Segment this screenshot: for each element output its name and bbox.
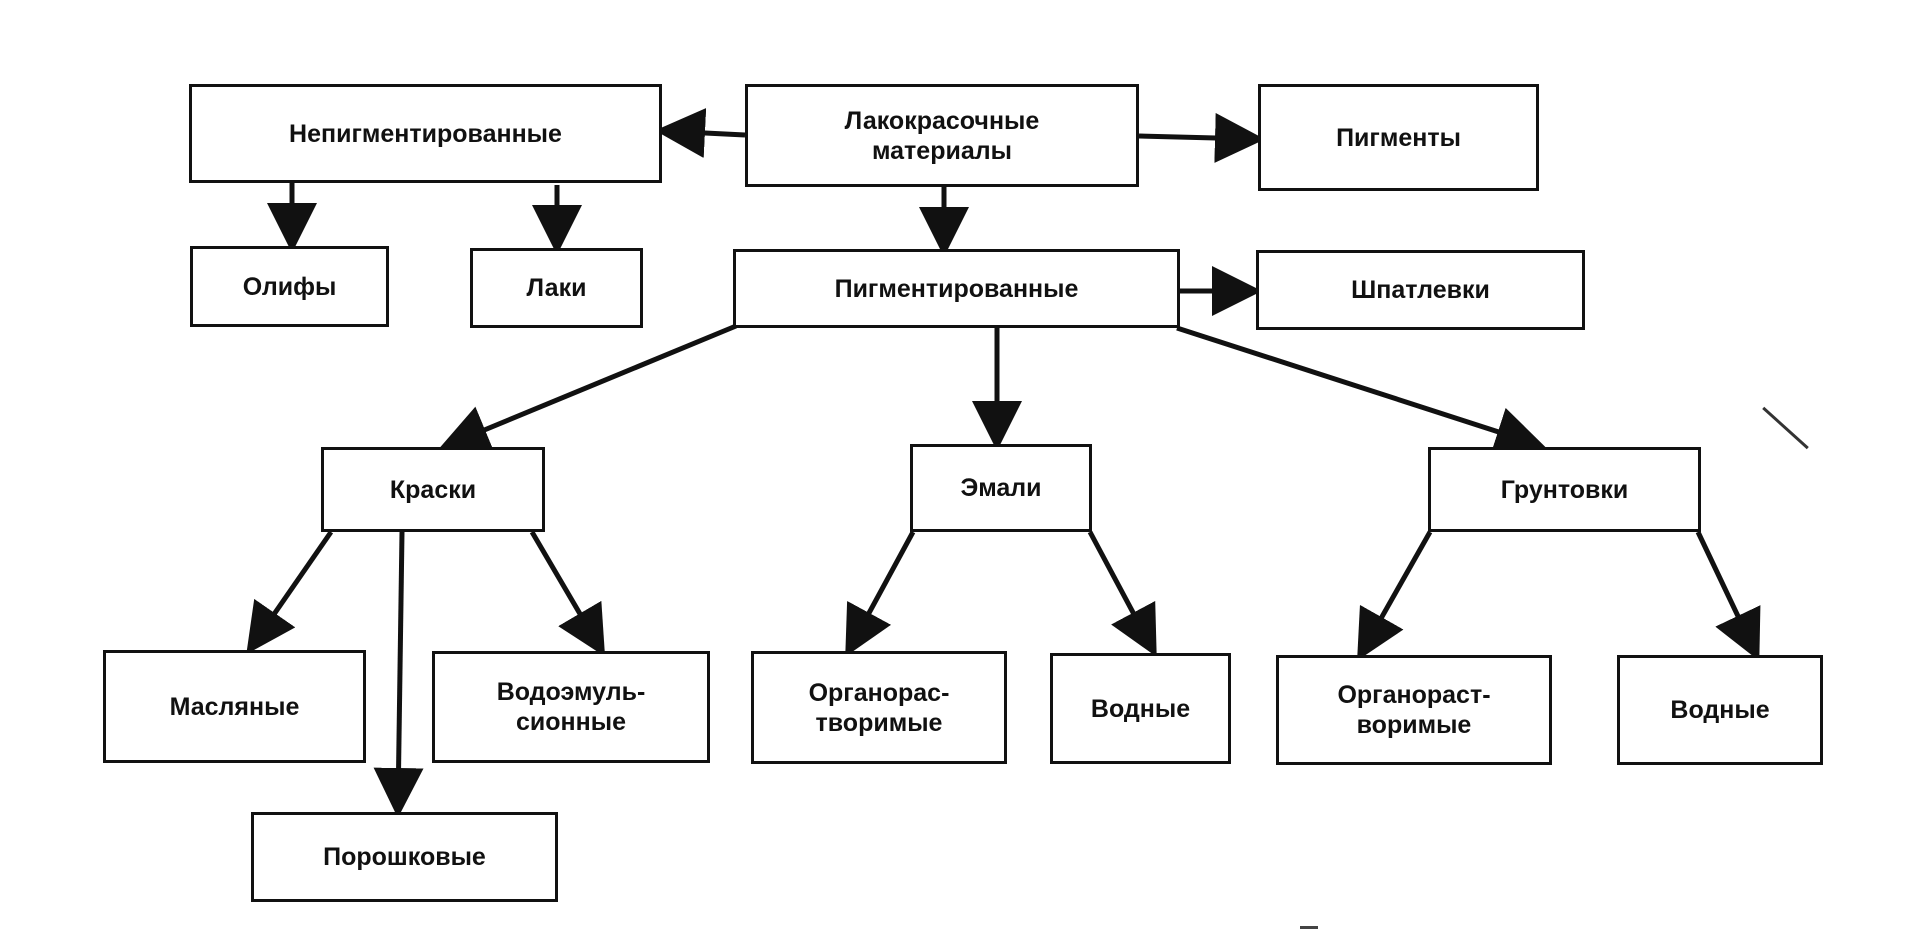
node-organo2: Органораст- воримые: [1276, 655, 1552, 765]
edge-emali-to-organo1: [845, 530, 916, 657]
node-pigments: Пигменты: [1258, 84, 1539, 191]
edge-gruntovki-to-organo2: [1357, 530, 1433, 661]
edge-kraski-to-poroshkovye: [373, 531, 424, 818]
node-maslyanye: Масляные: [103, 650, 366, 763]
node-vodoemul: Водоэмуль- сионные: [432, 651, 710, 763]
node-emali: Эмали: [910, 444, 1092, 532]
scan-artifact-dash: [1300, 926, 1318, 929]
node-nonpigmented: Непигментированные: [189, 84, 662, 183]
node-kraski: Краски: [321, 447, 545, 532]
node-gruntovki: Грунтовки: [1428, 447, 1701, 532]
edge-lkm-to-pigments: [1138, 112, 1265, 163]
node-laki: Лаки: [470, 248, 643, 328]
edge-emali-to-vodnye1: [1087, 530, 1157, 657]
edge-pigmented-to-kraski: [438, 323, 737, 453]
edge-pigmented-to-gruntovki: [1176, 325, 1546, 456]
edge-kraski-to-vodoemul: [529, 530, 606, 657]
edge-kraski-to-maslyanye: [246, 530, 334, 655]
node-shpatlevki: Шпатлевки: [1256, 250, 1585, 330]
node-poroshkovye: Порошковые: [251, 812, 558, 902]
node-pigmented: Пигментированные: [733, 249, 1180, 328]
edge-gruntovki-to-vodnye2: [1695, 530, 1761, 662]
node-vodnye1: Водные: [1050, 653, 1231, 764]
node-lkm: Лакокрасочные материалы: [745, 84, 1139, 187]
edge-lkm-to-nonpigmented: [655, 108, 746, 158]
node-olify: Олифы: [190, 246, 389, 327]
node-organo1: Органорас- творимые: [751, 651, 1007, 764]
node-vodnye2: Водные: [1617, 655, 1823, 765]
